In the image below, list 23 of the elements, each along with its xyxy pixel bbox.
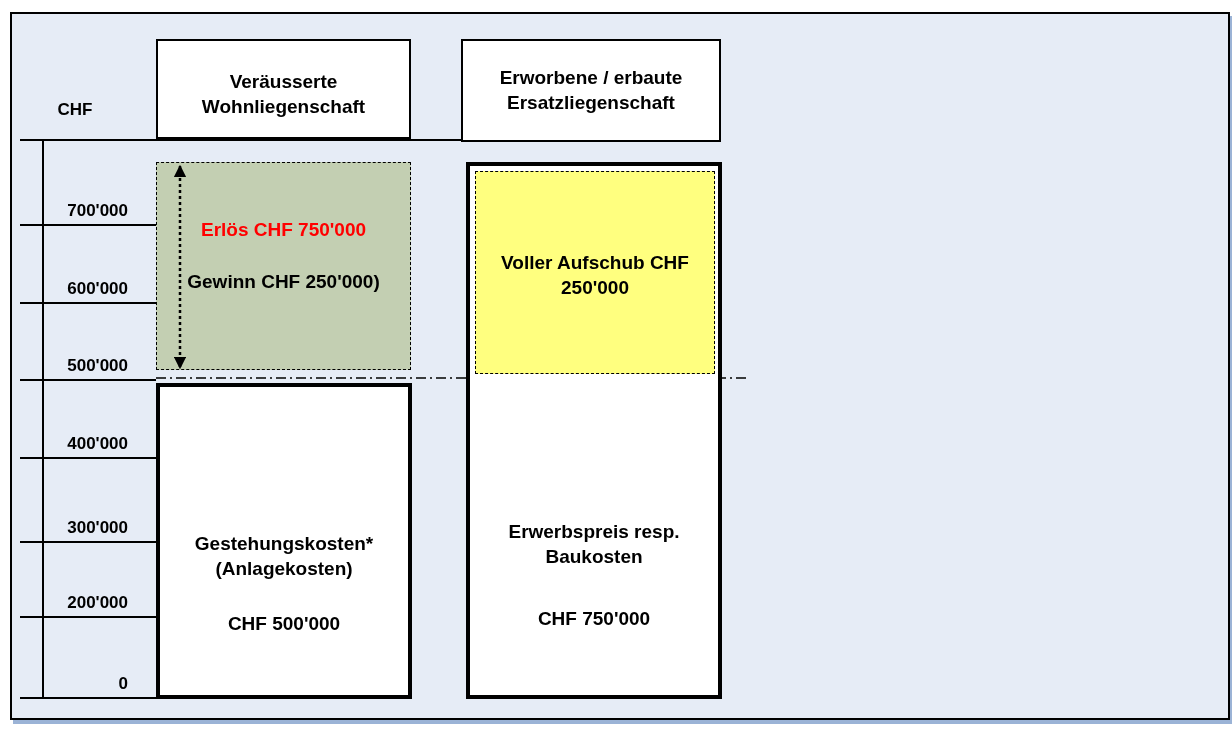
- tick-label: 0: [117, 674, 128, 694]
- box-text: CHF 500'000: [226, 612, 342, 636]
- tick-label: 500'000: [66, 356, 128, 376]
- box-text: Erworbene / erbaute Ersatzliegenschaft: [498, 66, 684, 115]
- tick-label: 300'000: [66, 518, 128, 538]
- tick-label: 700'000: [66, 201, 128, 221]
- tick-label: 400'000: [66, 434, 128, 454]
- box-text: CHF 750'000: [536, 607, 652, 631]
- profit-segment: [156, 162, 411, 370]
- box-text: Gestehungskosten* (Anlagekosten): [193, 532, 375, 581]
- box-text: Gewinn CHF 250'000): [186, 270, 381, 294]
- column-header: [156, 39, 411, 139]
- tick-label: 200'000: [66, 593, 128, 613]
- box-text: Voller Aufschub CHF 250'000: [500, 251, 690, 300]
- tick-label: 600'000: [66, 279, 128, 299]
- box-text: Veräusserte Wohnliegenschaft: [200, 70, 367, 119]
- deferral-segment: [475, 171, 715, 374]
- price-column: [466, 162, 722, 699]
- column-header: [461, 39, 721, 142]
- cost-segment: [156, 383, 412, 699]
- box-text: Erlös CHF 750'000: [199, 218, 367, 242]
- box-text: Erwerbspreis resp. Baukosten: [507, 520, 681, 569]
- axis-unit: CHF: [56, 100, 94, 120]
